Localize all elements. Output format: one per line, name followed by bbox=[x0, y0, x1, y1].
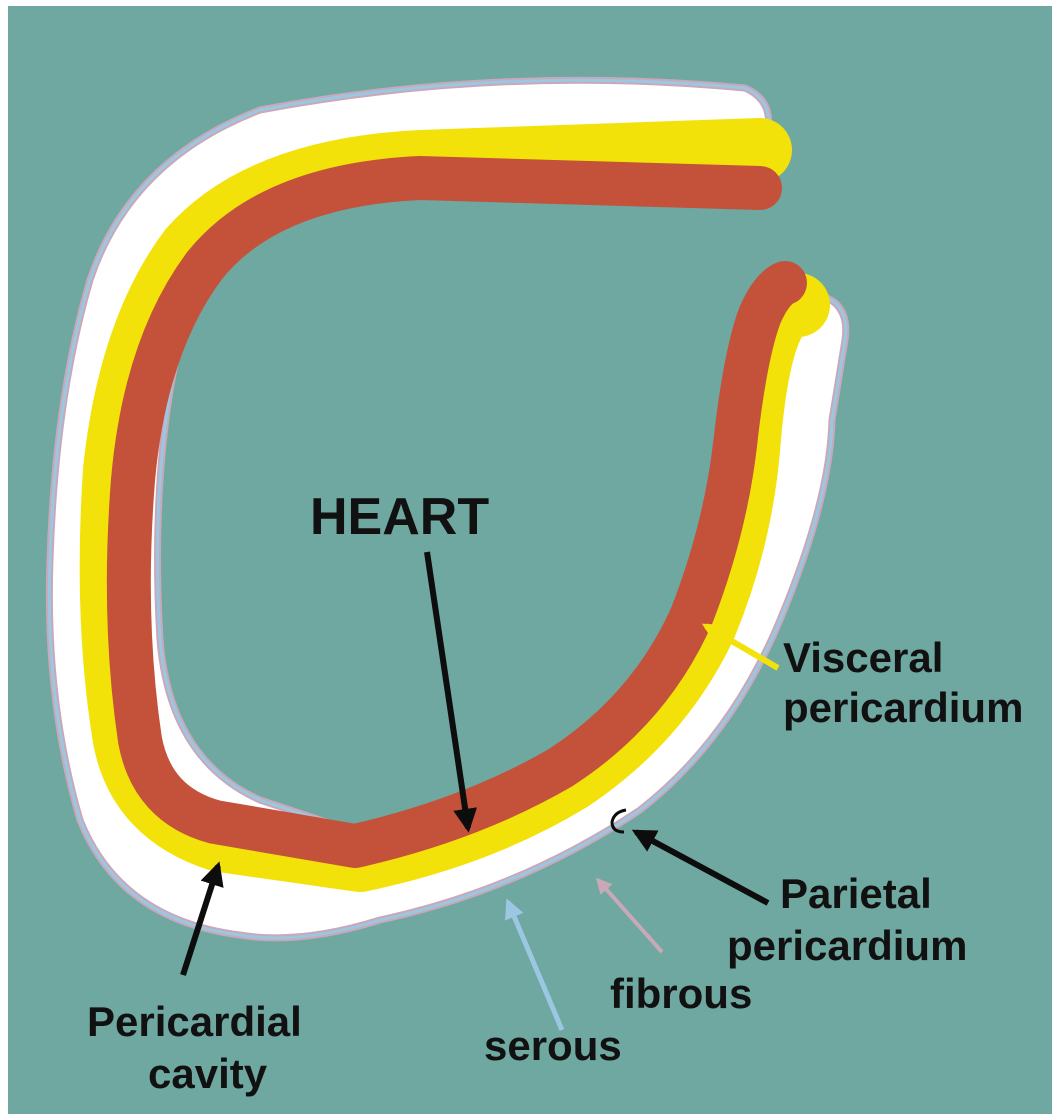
label-cavity-line1: Pericardial bbox=[87, 998, 302, 1045]
heart-arrow bbox=[424, 551, 478, 833]
serous-arrow bbox=[505, 898, 565, 1031]
parietal-arrow bbox=[631, 829, 770, 906]
serous-outline bbox=[47, 78, 848, 940]
label-visceral-line2: pericardium bbox=[783, 684, 1023, 731]
label-parietal-line2: pericardium bbox=[727, 922, 967, 969]
label-cavity-line2: cavity bbox=[148, 1050, 268, 1097]
heart-wall bbox=[106, 156, 807, 868]
label-visceral-line1: Visceral bbox=[783, 634, 943, 681]
label-heart: HEART bbox=[310, 488, 489, 546]
fibrous-arrow bbox=[595, 877, 664, 954]
visceral-arrow bbox=[701, 623, 780, 671]
cavity-arrow bbox=[180, 861, 224, 976]
label-serous: serous bbox=[484, 1022, 622, 1069]
label-fibrous: fibrous bbox=[610, 970, 752, 1017]
parietal-marker bbox=[610, 808, 627, 834]
label-parietal-line1: Parietal bbox=[780, 870, 932, 917]
